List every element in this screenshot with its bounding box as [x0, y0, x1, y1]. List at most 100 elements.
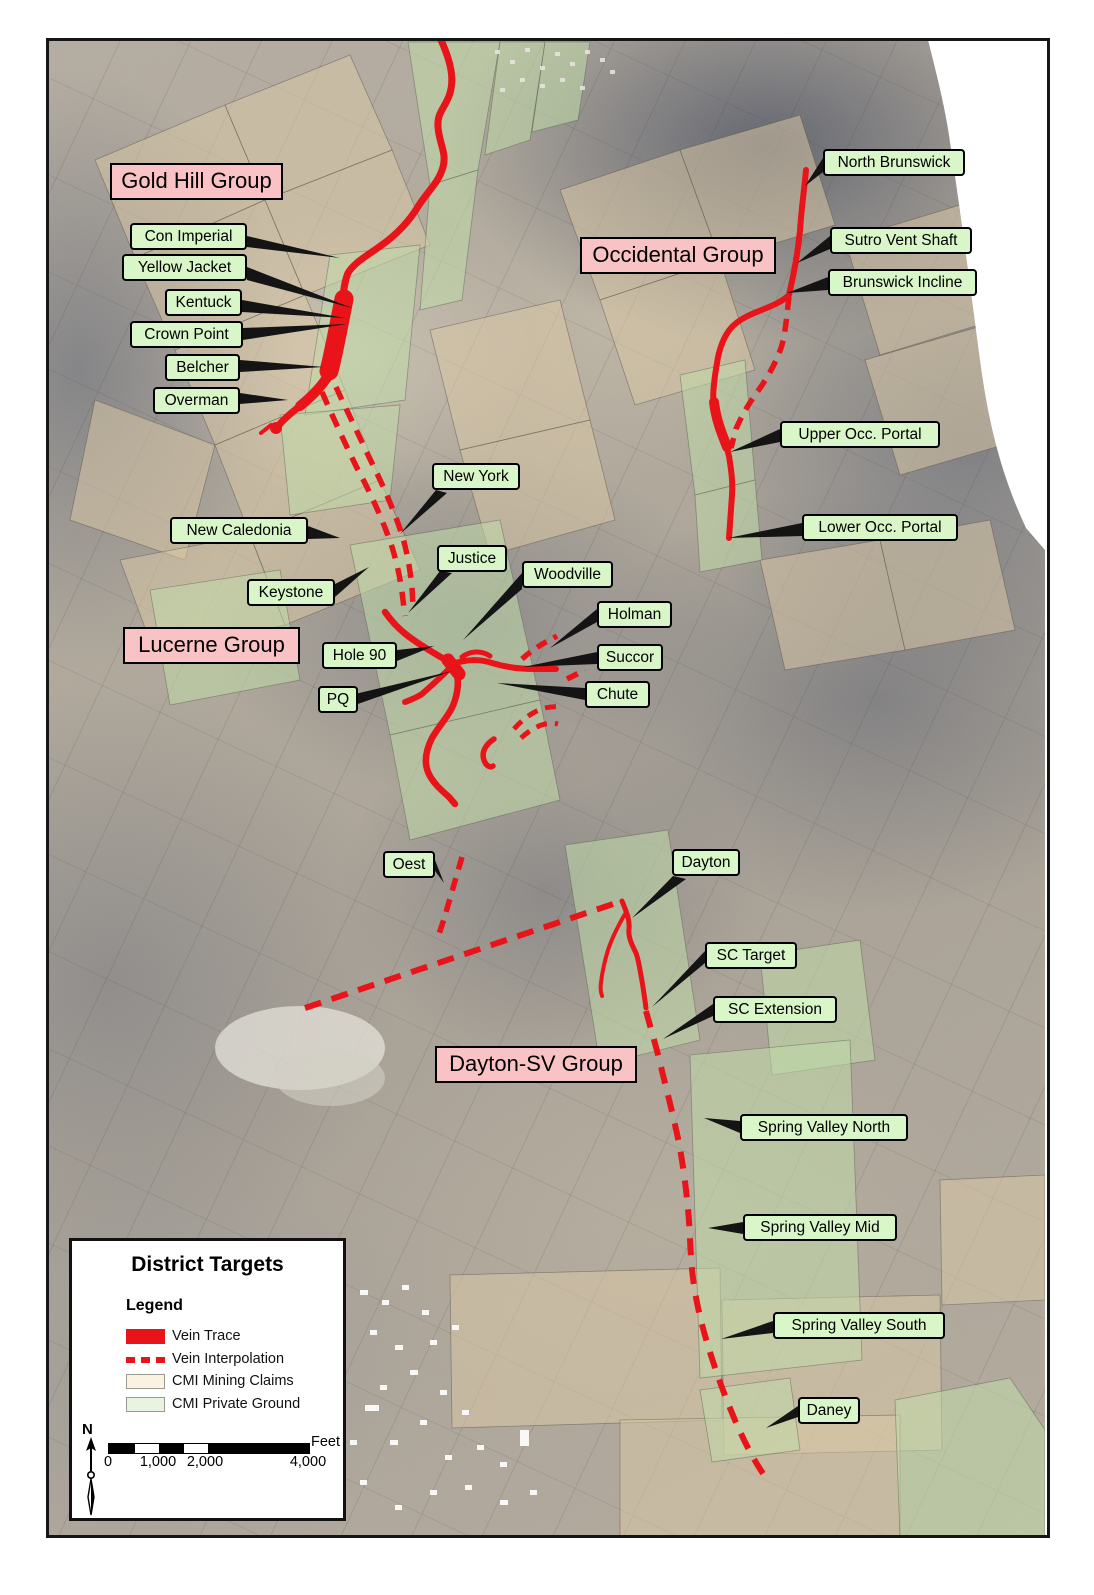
leader-sutro-vent-shaft	[797, 236, 830, 263]
target-label-belcher: Belcher	[165, 354, 240, 381]
vein-overman-tail	[275, 402, 304, 429]
leader-justice	[408, 571, 452, 613]
leader-kentuck	[242, 300, 345, 318]
leader-north-brunswick	[805, 158, 823, 186]
leader-dayton	[632, 876, 686, 918]
target-label-pq: PQ	[318, 686, 358, 713]
legend-panel: District Targets Legend Vein Trace Vein …	[69, 1238, 346, 1521]
group-label-lucerne: Lucerne Group	[123, 627, 300, 664]
target-label-overman: Overman	[153, 387, 240, 414]
vein-gold-hill-blob	[319, 289, 354, 381]
target-label-new-caledonia: New Caledonia	[170, 517, 308, 544]
vein-lucerne-upper-arc	[459, 649, 493, 660]
map-title: District Targets	[131, 1253, 284, 1276]
leader-yellow-jacket	[247, 267, 352, 308]
vein-dash-oest	[436, 856, 465, 935]
leader-crown-point	[243, 324, 347, 340]
target-label-new-york: New York	[432, 463, 520, 490]
vein-lucerne-east-branch	[449, 657, 559, 672]
vein-overman-spur	[259, 423, 273, 435]
scale-bar	[108, 1443, 310, 1454]
vein-dash-gold-hill-b	[333, 385, 416, 607]
vein-dash-gold-hill-a	[319, 390, 408, 617]
leader-sc-extension	[663, 1004, 713, 1039]
vein-dash-spring-valley	[643, 1010, 771, 1483]
scale-tick-0: 0	[103, 1454, 113, 1470]
scale-tick-4000: 4,000	[289, 1454, 327, 1470]
target-label-dayton: Dayton	[672, 849, 740, 876]
vein-lucerne-inflow	[381, 608, 459, 670]
leader-oest	[435, 860, 444, 883]
vein-trace	[259, 41, 809, 1011]
vein-dash-holman	[520, 633, 559, 662]
target-label-spring-valley-north: Spring Valley North	[740, 1114, 908, 1141]
target-label-sutro-vent-shaft: Sutro Vent Shaft	[830, 227, 972, 254]
vein-dayton-west	[598, 912, 627, 998]
vein-dayton-east	[619, 898, 649, 1011]
target-label-holman: Holman	[597, 601, 672, 628]
target-label-chute: Chute	[585, 681, 650, 708]
vein-dash-brunswick	[728, 296, 792, 449]
vein-dash-chute-b	[519, 720, 559, 740]
vein-lucerne-west-branch	[402, 665, 453, 705]
leader-new-caledonia	[308, 526, 340, 539]
target-label-north-brunswick: North Brunswick	[823, 149, 965, 176]
leader-succor	[523, 652, 597, 667]
leader-belcher	[240, 360, 324, 372]
target-label-daney: Daney	[798, 1397, 860, 1424]
vein-occidental-thick	[709, 397, 732, 452]
private-ground-swatch	[126, 1397, 165, 1412]
target-label-crown-point: Crown Point	[130, 321, 243, 348]
leader-pq	[355, 671, 452, 705]
group-label-dayton-sv: Dayton-SV Group	[435, 1046, 637, 1083]
leader-holman	[550, 609, 597, 648]
target-label-justice: Justice	[437, 545, 507, 572]
target-label-yellow-jacket: Yellow Jacket	[122, 254, 247, 281]
leader-spring-valley-south	[721, 1321, 773, 1339]
town-dayton	[350, 1285, 537, 1510]
north-label: N	[82, 1421, 93, 1438]
target-label-spring-valley-south: Spring Valley South	[773, 1312, 945, 1339]
north-arrow-icon	[86, 1437, 96, 1516]
leader-overman	[240, 393, 288, 404]
leader-sc-target	[652, 951, 705, 1007]
scale-tick-2000: 2,000	[186, 1454, 224, 1470]
vein-interpolation	[304, 296, 792, 1483]
leader-spring-valley-north	[704, 1118, 740, 1133]
leader-daney	[766, 1406, 798, 1428]
target-label-oest: Oest	[383, 851, 435, 878]
target-label-upper-occ-portal: Upper Occ. Portal	[780, 421, 940, 448]
target-label-woodville: Woodville	[522, 561, 613, 588]
label-leaders	[240, 158, 830, 1428]
vein-lucerne-curl	[480, 736, 497, 770]
leader-woodville	[463, 573, 522, 640]
leader-upper-occ-portal	[730, 429, 780, 452]
vein-dash-succor	[565, 667, 587, 682]
vein-trace-swatch	[126, 1329, 165, 1344]
leader-con-imperial	[247, 236, 340, 258]
scale-unit: Feet	[311, 1434, 341, 1450]
group-label-gold-hill: Gold Hill Group	[110, 163, 283, 200]
leader-chute	[497, 683, 585, 700]
leader-lower-occ-portal	[728, 523, 802, 538]
target-label-keystone: Keystone	[247, 579, 335, 606]
vein-dash-chute-a	[512, 704, 561, 731]
mining-claims-swatch	[126, 1374, 165, 1389]
group-label-occidental: Occidental Group	[580, 237, 776, 274]
leader-hole-90	[397, 646, 434, 661]
leader-new-york	[400, 490, 447, 534]
vein-lucerne-south-tail	[422, 664, 462, 808]
target-label-kentuck: Kentuck	[165, 289, 242, 316]
leader-spring-valley-mid	[708, 1222, 743, 1234]
target-label-succor: Succor	[597, 644, 663, 671]
target-label-hole-90: Hole 90	[322, 642, 397, 669]
town-virginia-city	[495, 48, 615, 92]
leader-keystone	[335, 567, 369, 597]
vein-interpolation-swatch	[126, 1357, 165, 1363]
target-label-spring-valley-mid: Spring Valley Mid	[743, 1214, 897, 1241]
legend-heading: Legend	[126, 1297, 183, 1314]
quarry-area	[215, 1006, 385, 1106]
target-label-brunswick-incline: Brunswick Incline	[828, 269, 977, 296]
target-label-lower-occ-portal: Lower Occ. Portal	[802, 514, 958, 541]
target-label-sc-extension: SC Extension	[713, 996, 837, 1023]
